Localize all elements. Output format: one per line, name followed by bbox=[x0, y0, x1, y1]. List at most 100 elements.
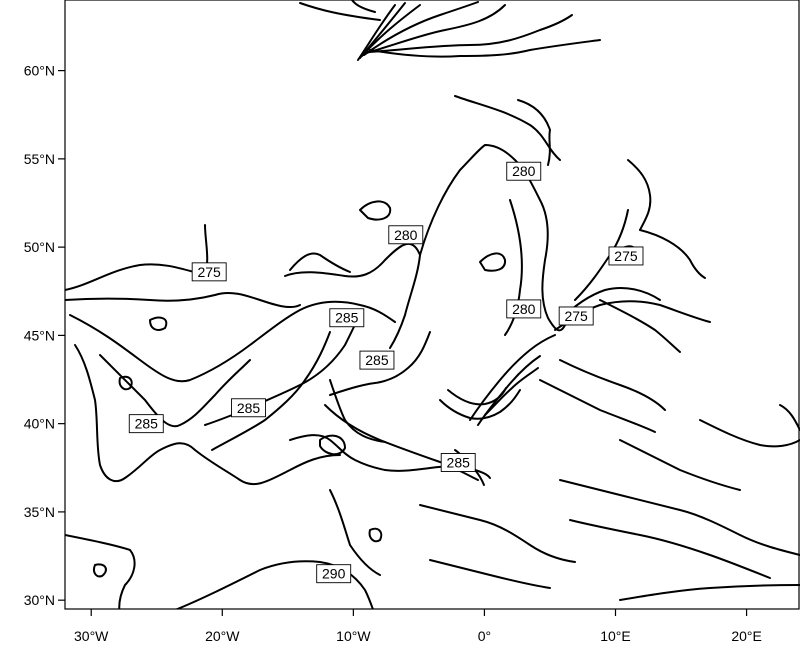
contour-label: 275 bbox=[191, 262, 227, 282]
contour-line bbox=[484, 367, 539, 416]
contour-line bbox=[367, 14, 573, 53]
contour-line bbox=[361, 4, 421, 57]
lat-tick-label: 60°N bbox=[24, 63, 55, 79]
contour-line bbox=[627, 159, 652, 231]
contour-line bbox=[559, 479, 800, 556]
lon-tick-label: 10°E bbox=[600, 628, 631, 644]
lon-tick-label: 20°W bbox=[205, 628, 240, 644]
contour-label-box bbox=[231, 398, 266, 418]
contour-line bbox=[329, 331, 431, 396]
contour-line bbox=[363, 1, 479, 56]
lon-tick-label: 10°W bbox=[336, 628, 371, 644]
contour-line bbox=[517, 99, 551, 166]
lon-tick-label: 20°E bbox=[731, 628, 762, 644]
contour-label: 280 bbox=[506, 299, 542, 319]
contour-line bbox=[369, 39, 601, 58]
contour-line bbox=[439, 389, 521, 420]
lat-tick-label: 35°N bbox=[24, 504, 55, 520]
contour-label: 285 bbox=[359, 350, 395, 370]
contour-label-text: 275 bbox=[614, 248, 638, 264]
contour-line bbox=[639, 229, 706, 279]
contour-line bbox=[365, 4, 506, 54]
contour-label: 280 bbox=[506, 161, 542, 181]
contour-label: 285 bbox=[440, 453, 476, 472]
contour-label: 285 bbox=[329, 308, 365, 328]
contour-label-box bbox=[329, 308, 365, 328]
contour-label: 280 bbox=[388, 225, 424, 245]
contour-label: 275 bbox=[608, 246, 644, 266]
contour-line bbox=[469, 334, 556, 421]
contour-label-text: 280 bbox=[512, 301, 536, 317]
contour-line bbox=[299, 2, 381, 21]
contour-line bbox=[149, 316, 168, 331]
contour-label-box bbox=[608, 246, 644, 266]
contour-line bbox=[319, 434, 346, 456]
lat-tick-label: 30°N bbox=[24, 592, 55, 608]
contour-line bbox=[204, 317, 359, 426]
contour-line bbox=[92, 563, 107, 578]
lon-tick-label: 30°W bbox=[74, 628, 109, 644]
contour-label: 275 bbox=[558, 306, 594, 326]
contour-label-text: 280 bbox=[394, 227, 418, 243]
map-frame bbox=[64, 0, 800, 610]
contour-label-text: 290 bbox=[322, 566, 346, 582]
contour-line bbox=[65, 224, 209, 291]
contour-line bbox=[329, 379, 386, 443]
contour-label-text: 285 bbox=[335, 310, 359, 326]
contour-line bbox=[351, 0, 376, 13]
contour-line bbox=[419, 504, 576, 563]
contour-line bbox=[619, 584, 800, 601]
contour-label-text: 285 bbox=[365, 352, 389, 368]
contour-label-text: 285 bbox=[237, 400, 261, 416]
contour-line bbox=[284, 144, 566, 332]
contour-line bbox=[454, 95, 561, 161]
contour-line bbox=[174, 560, 374, 609]
contour-line bbox=[569, 519, 771, 579]
contour-label: 290 bbox=[316, 564, 352, 584]
contour-line bbox=[479, 252, 507, 272]
contour-label-box bbox=[388, 225, 424, 245]
contour-label-text: 275 bbox=[197, 264, 221, 280]
contour-line bbox=[559, 359, 666, 411]
contour-line bbox=[699, 419, 800, 448]
contour-line bbox=[74, 344, 341, 486]
contour-lines bbox=[65, 0, 800, 609]
contour-labels: 275 275 275 280 280 280 285 285 285 285 285 290 bbox=[128, 161, 644, 584]
contour-line bbox=[359, 200, 392, 221]
contour-line bbox=[368, 527, 383, 543]
lat-tick-label: 40°N bbox=[24, 416, 55, 432]
contour-line bbox=[329, 489, 381, 576]
contour-label-box bbox=[316, 564, 352, 584]
contour-label-text: 285 bbox=[447, 454, 471, 470]
contour-line bbox=[389, 254, 421, 349]
contour-line bbox=[65, 291, 301, 309]
contour-label-box bbox=[506, 299, 542, 319]
contour-label: 285 bbox=[128, 414, 164, 434]
contour-line bbox=[599, 299, 681, 353]
contour-label-box bbox=[558, 306, 594, 326]
contour-line bbox=[539, 379, 656, 433]
contour-line bbox=[99, 354, 251, 428]
lon-tick-label: 0° bbox=[478, 628, 491, 644]
contour-line bbox=[504, 199, 523, 336]
contour-label-box bbox=[359, 350, 395, 370]
contour-label-text: 275 bbox=[564, 308, 588, 324]
lat-tick-label: 50°N bbox=[24, 239, 55, 255]
contour-line bbox=[65, 534, 136, 609]
contour-line bbox=[619, 439, 741, 491]
contour-label: 285 bbox=[231, 398, 266, 418]
contour-label-box bbox=[440, 453, 476, 472]
contour-label-box bbox=[506, 161, 542, 181]
axes: 30°N 35°N 40°N 45°N 50°N 55°N 60°N 30°W 20°W 10°W… bbox=[24, 63, 762, 644]
contour-line bbox=[69, 300, 396, 383]
contour-label-text: 280 bbox=[512, 163, 536, 179]
contour-label-box bbox=[191, 262, 227, 282]
lat-tick-label: 55°N bbox=[24, 151, 55, 167]
contour-line bbox=[289, 252, 351, 273]
contour-line bbox=[429, 559, 551, 589]
contour-line bbox=[118, 375, 133, 391]
lat-tick-label: 45°N bbox=[24, 327, 55, 343]
contour-label-text: 285 bbox=[135, 416, 159, 432]
contour-line bbox=[211, 331, 331, 451]
